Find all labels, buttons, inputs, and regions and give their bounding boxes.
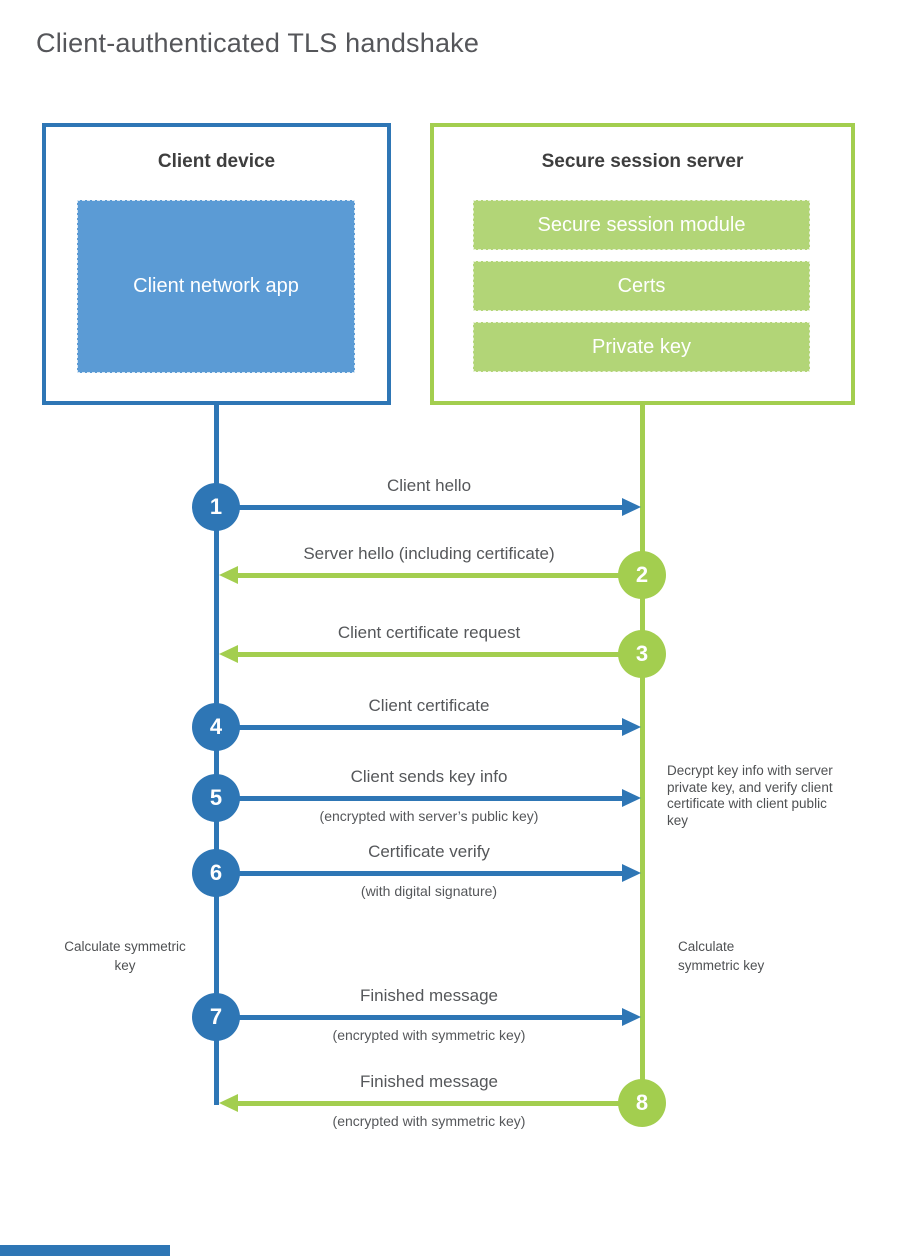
- client-device-box: Client device Client network app: [42, 123, 391, 405]
- arrow-head-left-icon: [219, 566, 238, 584]
- step-circle: 2: [618, 551, 666, 599]
- client-lifeline: [214, 405, 219, 1105]
- server-module-label: Secure session module: [537, 213, 746, 236]
- note-decrypt-key-info: Decrypt key info with server private key…: [667, 763, 833, 828]
- message-label: Certificate verify: [368, 842, 490, 861]
- message-label: Server hello (including certificate): [303, 544, 555, 563]
- arrow-line: [216, 725, 622, 730]
- message-subtext: (encrypted with symmetric key): [332, 1027, 526, 1043]
- message-subtext: (encrypted with symmetric key): [332, 1113, 526, 1129]
- arrow-head-right-icon: [622, 498, 641, 516]
- secure-session-server-title: Secure session server: [541, 151, 744, 172]
- message-subtext: (with digital signature): [360, 883, 498, 899]
- note-calc-symmetric-key-server: Calculate symmetric key: [678, 939, 765, 973]
- message-label: Finished message: [360, 1072, 498, 1091]
- arrow-head-right-icon: [622, 718, 641, 736]
- message-subtext: (encrypted with server’s public key): [319, 808, 539, 824]
- client-device-title: Client device: [157, 151, 276, 172]
- message-label: Client sends key info: [350, 767, 508, 786]
- step-circle: 6: [192, 849, 240, 897]
- arrow-line: [216, 871, 622, 876]
- message-label: Client hello: [386, 476, 472, 495]
- step-circle: 8: [618, 1079, 666, 1127]
- secure-session-server-box: Secure session server Secure session mod…: [430, 123, 855, 405]
- message-label: Client certificate: [368, 696, 490, 715]
- step-circle: 1: [192, 483, 240, 531]
- client-network-app-label: Client network app: [133, 275, 299, 297]
- note-calc-symmetric-key-client: Calculate symmetric key: [64, 939, 186, 973]
- arrow-head-right-icon: [622, 789, 641, 807]
- message-label: Client certificate request: [337, 623, 521, 642]
- server-module-label: Certs: [617, 274, 666, 297]
- server-module-bar: Secure session module: [473, 200, 810, 250]
- step-circle: 4: [192, 703, 240, 751]
- step-circle: 7: [192, 993, 240, 1041]
- server-lifeline: [640, 405, 645, 1105]
- arrow-line: [216, 505, 622, 510]
- partial-footer-bar: [0, 1245, 170, 1256]
- arrow-line: [216, 796, 622, 801]
- message-label: Finished message: [360, 986, 498, 1005]
- server-module-label: Private key: [592, 335, 691, 358]
- arrow-line: [237, 573, 643, 578]
- step-circle: 5: [192, 774, 240, 822]
- arrow-line: [237, 1101, 643, 1106]
- arrow-head-left-icon: [219, 1094, 238, 1112]
- client-network-app-box: Client network app: [77, 200, 355, 373]
- step-circle: 3: [618, 630, 666, 678]
- server-module-bar: Certs: [473, 261, 810, 311]
- arrow-head-right-icon: [622, 1008, 641, 1026]
- server-module-bar: Private key: [473, 322, 810, 372]
- arrow-head-right-icon: [622, 864, 641, 882]
- arrow-head-left-icon: [219, 645, 238, 663]
- arrow-line: [237, 652, 643, 657]
- page-title: Client-authenticated TLS handshake: [36, 28, 480, 58]
- arrow-line: [216, 1015, 622, 1020]
